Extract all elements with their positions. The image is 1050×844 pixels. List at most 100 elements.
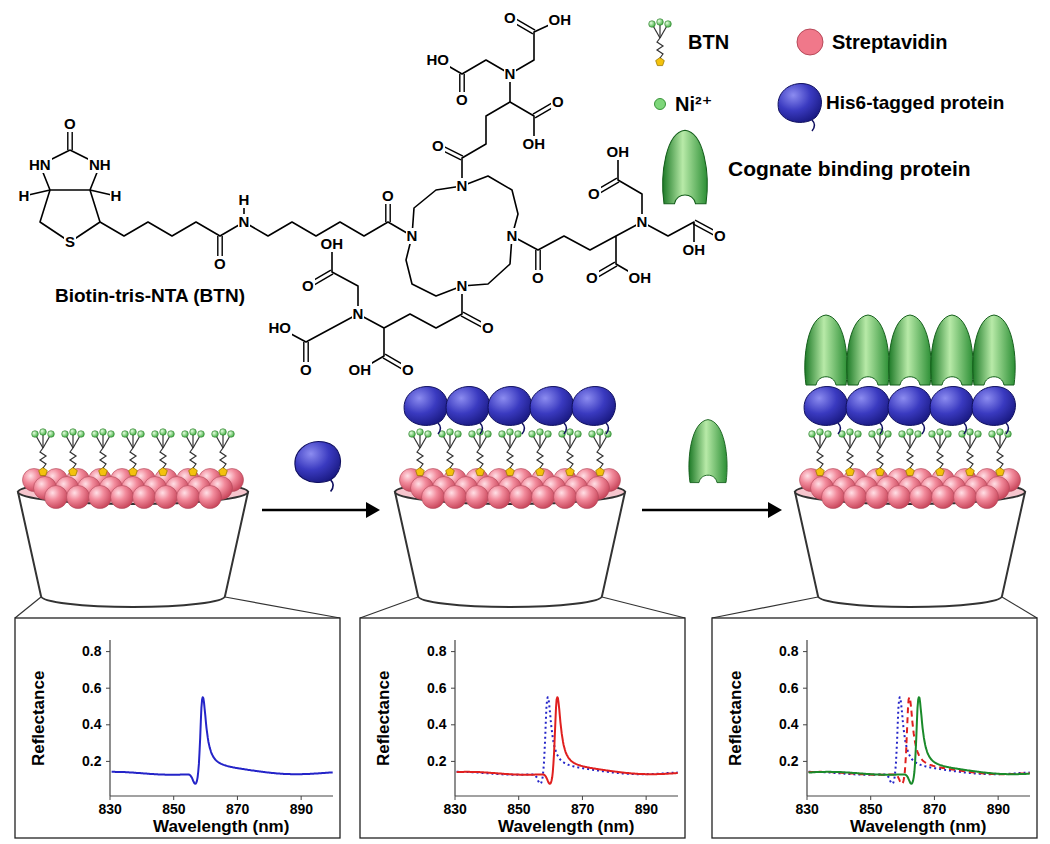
nickel-dot [168, 431, 175, 438]
linker-line [967, 448, 973, 468]
tick-label: 0.4 [779, 717, 798, 732]
tick-label: 870 [923, 802, 946, 817]
streptavidin-sphere [488, 486, 511, 509]
atom-label: HN [28, 157, 52, 173]
linker-line [130, 448, 136, 468]
nickel-dot [997, 429, 1004, 436]
nickel-dot [967, 429, 974, 436]
y-axis [109, 640, 110, 796]
streptavidin-sphere [532, 486, 555, 509]
protein-body [847, 315, 889, 385]
atom-label: O [213, 256, 227, 272]
nickel-dot [108, 431, 115, 438]
biotin-pentagon [876, 468, 885, 476]
tick-label: 890 [290, 802, 313, 817]
atom-label: OH [682, 242, 707, 258]
protein-body [689, 420, 727, 483]
tick-label: 0.6 [427, 681, 446, 696]
streptavidin-swatch [797, 29, 823, 55]
bond-line [100, 222, 412, 236]
biotin-pentagon [99, 468, 108, 476]
biotin-pentagon [936, 468, 945, 476]
well-body [18, 492, 248, 607]
protein-body [888, 387, 931, 426]
nickel-dot [417, 429, 424, 436]
biotin-pentagon [69, 468, 78, 476]
arrow-head [768, 502, 782, 518]
atom-label: HO [426, 52, 451, 68]
well-body [795, 492, 1025, 607]
nickel-dot [485, 431, 492, 438]
tick-label: 0.2 [779, 754, 798, 769]
tick-mark [106, 651, 110, 652]
atom-label: OH [628, 270, 653, 286]
streptavidin-sphere [89, 486, 112, 509]
atom-label: N [238, 214, 251, 230]
nickel-dot [152, 431, 159, 438]
tick-label: 0.6 [82, 681, 101, 696]
nickel-dot [885, 431, 892, 438]
his-tag [606, 423, 609, 434]
tick-mark [106, 688, 110, 689]
linker-line [70, 448, 76, 468]
streptavidin-sphere [199, 486, 222, 509]
tick-mark [173, 796, 174, 800]
nickel-dot [937, 429, 944, 436]
linker-line [567, 448, 573, 468]
streptavidin-sphere [510, 486, 533, 509]
streptavidin-sphere [45, 486, 68, 509]
his-tagged-protein [804, 387, 847, 434]
nickel-dot [975, 431, 982, 438]
nickel-dot [507, 429, 514, 436]
axis-title: Wavelength (nm) [153, 818, 289, 837]
tick-label: 850 [859, 802, 882, 817]
linker-line [877, 448, 883, 468]
tick-mark [807, 796, 808, 800]
x-axis [455, 795, 678, 796]
tick-mark [110, 796, 111, 800]
tick-label: 830 [444, 802, 467, 817]
atom-label: O [587, 186, 601, 202]
atom-label: OH [522, 136, 547, 152]
tick-mark [106, 761, 110, 762]
linker-line [160, 448, 166, 468]
atom-label: O [301, 278, 315, 294]
biotin-pentagon [189, 468, 198, 476]
tick-mark [998, 796, 999, 800]
streptavidin-sphere [554, 486, 577, 509]
biotin-pentagon [446, 468, 455, 476]
atom-label: O [481, 320, 495, 336]
his-tagged-protein [446, 387, 489, 434]
protein-body [973, 315, 1015, 385]
linker-line [847, 448, 853, 468]
zoom-line [602, 597, 685, 618]
tick-mark [934, 796, 935, 800]
nickel-dot [425, 431, 432, 438]
tick-label: 0.2 [427, 754, 446, 769]
nickel-dot [529, 431, 536, 438]
nickel-dot [537, 429, 544, 436]
nickel-dot [929, 431, 936, 438]
cognate-protein [689, 420, 727, 483]
linker-line [220, 448, 226, 468]
tick-mark [451, 761, 455, 762]
nickel-dot [665, 21, 672, 28]
tick-mark [803, 724, 807, 725]
zoom-line [225, 597, 340, 618]
his-tag [1006, 423, 1009, 434]
linker-line [597, 448, 603, 468]
nickel-dot [48, 431, 55, 438]
biotin-pentagon [39, 468, 48, 476]
streptavidin-sphere [111, 486, 134, 509]
linker-line [447, 448, 453, 468]
tick-label: 870 [226, 802, 249, 817]
tick-label: 890 [635, 802, 658, 817]
y-axis [454, 640, 455, 796]
tick-mark [237, 796, 238, 800]
nickel-dot [212, 431, 219, 438]
atom-label: OH [548, 12, 573, 28]
nickel-dot [130, 429, 137, 436]
nickel-swatch [655, 99, 666, 110]
his-tagged-protein [846, 387, 889, 434]
